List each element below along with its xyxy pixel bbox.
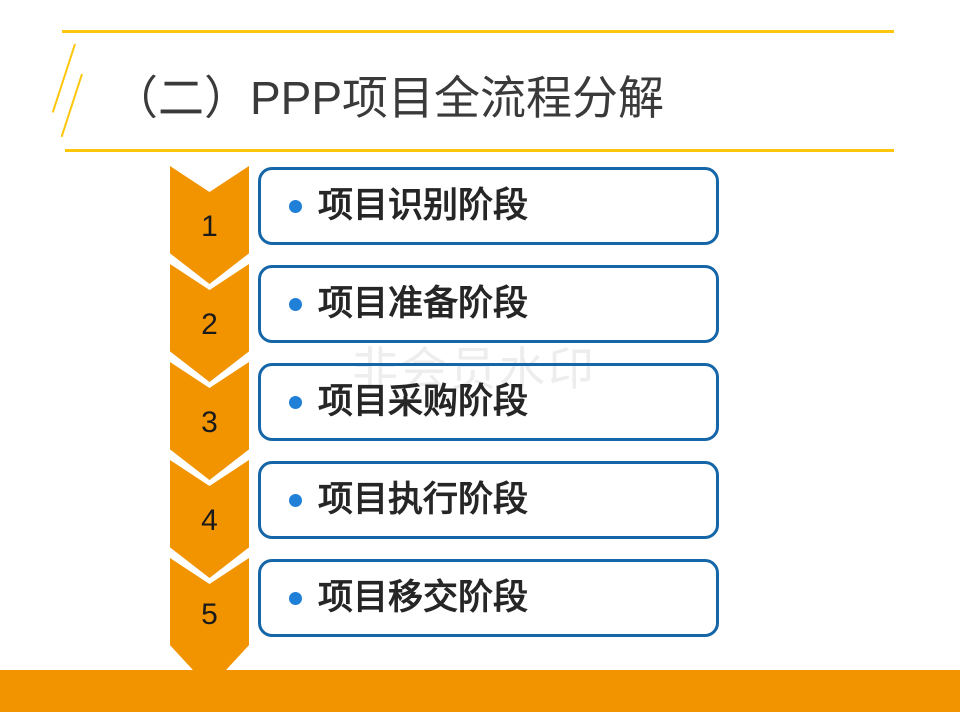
title-top-rule bbox=[62, 30, 894, 33]
stage-box-5[interactable]: 项目移交阶段 bbox=[258, 559, 719, 637]
step-number-1: 1 bbox=[201, 210, 218, 243]
bullet-icon bbox=[289, 591, 302, 605]
step-number-3: 3 bbox=[201, 406, 218, 439]
stage-label-2: 项目准备阶段 bbox=[318, 283, 529, 324]
bullet-icon bbox=[289, 297, 302, 311]
stage-label-3: 项目采购阶段 bbox=[318, 381, 529, 422]
stage-label-4: 项目执行阶段 bbox=[318, 479, 529, 520]
title-slash-decoration-secondary bbox=[60, 73, 83, 138]
title-bottom-rule bbox=[65, 149, 894, 152]
stage-label-1: 项目识别阶段 bbox=[318, 185, 529, 226]
footer-band bbox=[0, 670, 960, 712]
bullet-icon bbox=[289, 395, 302, 409]
stage-box-2[interactable]: 项目准备阶段 bbox=[258, 265, 719, 343]
step-number-2: 2 bbox=[201, 308, 218, 341]
step-number-chevron-column: 1 2 3 4 5 bbox=[170, 166, 249, 688]
stage-box-3[interactable]: 项目采购阶段 bbox=[258, 363, 719, 441]
page-title: （二）PPP项目全流程分解 bbox=[112, 72, 665, 124]
stage-box-1[interactable]: 项目识别阶段 bbox=[258, 167, 719, 245]
step-number-4: 4 bbox=[201, 504, 218, 537]
bullet-icon bbox=[289, 493, 302, 507]
bullet-icon bbox=[289, 199, 302, 213]
stage-label-5: 项目移交阶段 bbox=[318, 577, 529, 618]
stage-box-4[interactable]: 项目执行阶段 bbox=[258, 461, 719, 539]
step-chevron-1: 1 bbox=[170, 166, 249, 284]
step-number-5: 5 bbox=[201, 598, 218, 631]
